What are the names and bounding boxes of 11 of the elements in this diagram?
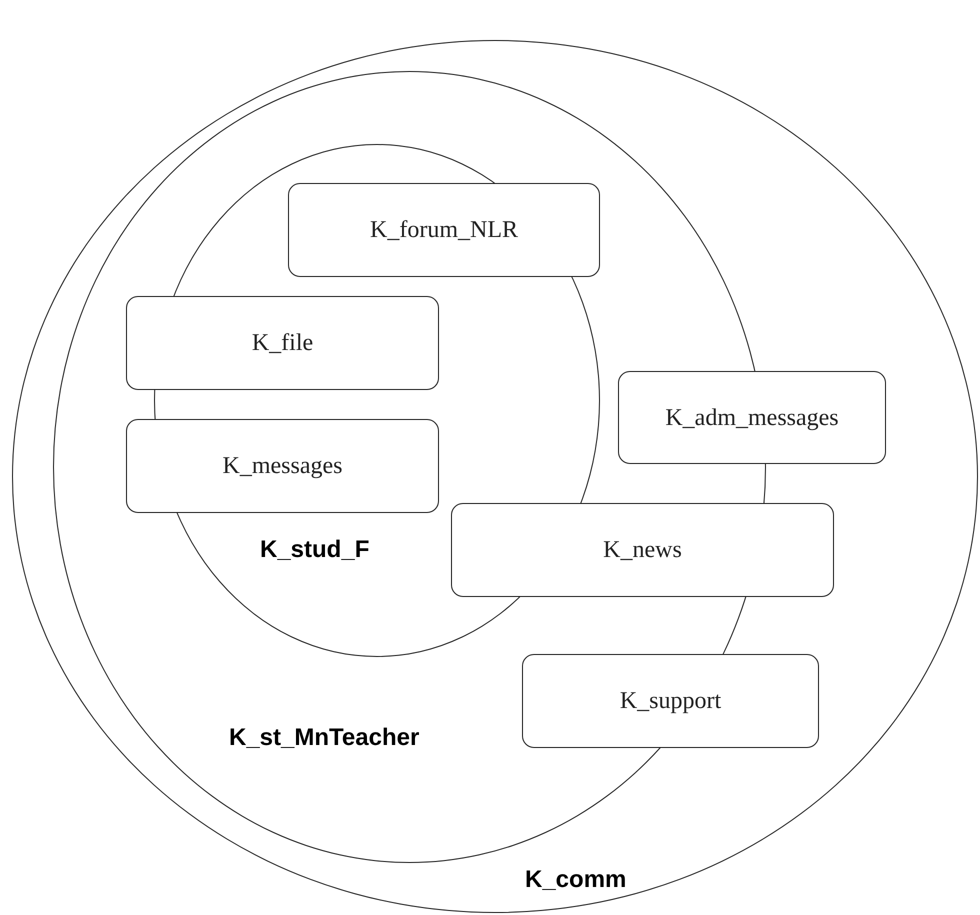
module-box: K_adm_messages: [618, 371, 886, 464]
set-ellipse: [154, 144, 600, 657]
module-box: K_file: [126, 296, 439, 390]
module-box: K_forum_NLR: [288, 183, 600, 277]
module-box: K_messages: [126, 419, 439, 513]
set-label: K_comm: [525, 868, 626, 892]
module-box: K_support: [522, 654, 819, 748]
set-label: K_stud_F: [260, 538, 370, 562]
set-label: K_st_MnTeacher: [229, 726, 420, 750]
set-ellipse: [12, 40, 978, 913]
module-box: K_news: [451, 503, 834, 597]
